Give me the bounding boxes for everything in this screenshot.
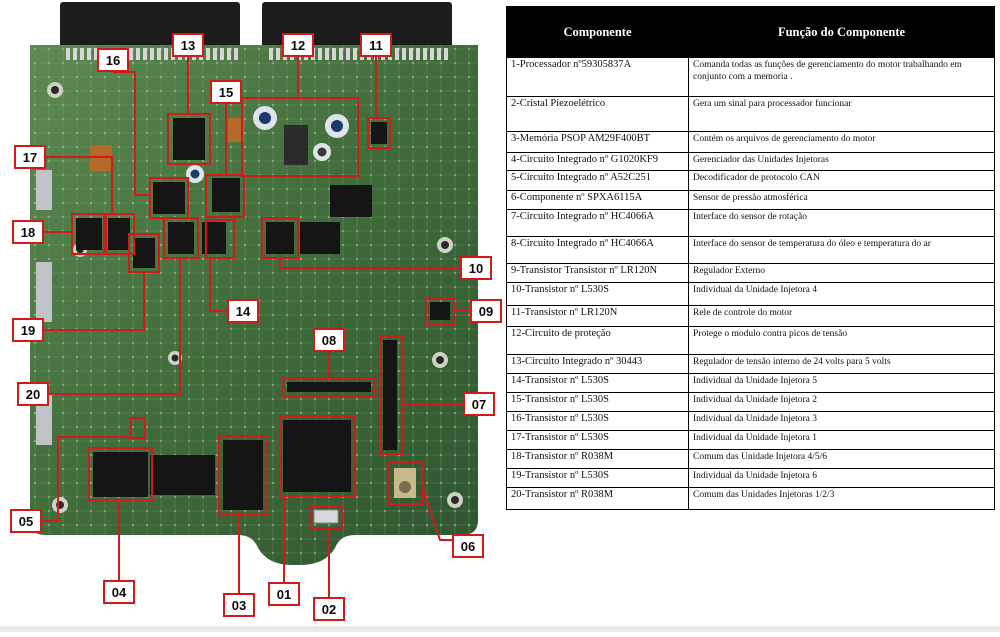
ecu-board-photo: 01 02 03 04 05 06 07 08 09 10 11 12 13 1…	[10, 2, 502, 621]
function-cell: Gera um sinal para processador funcionar	[688, 96, 995, 132]
side-contacts	[36, 170, 52, 445]
component-cell: 8-Circuito Integrado nº HC4066A	[506, 236, 689, 264]
function-cell: Individual da Unidade Injetora 5	[688, 373, 995, 393]
component-cell: 19-Transistor nº L530S	[506, 468, 689, 488]
capacitors	[186, 106, 349, 183]
function-cell: Individual da Unidade Injetora 6	[688, 468, 995, 488]
function-cell: Decodificador de protocolo CAN	[688, 170, 995, 191]
callout-10: 10	[460, 256, 492, 280]
component-cell: 2-Cristal Piezoelétrico	[506, 96, 689, 132]
function-cell: Interface do sensor de temperatura do ól…	[688, 236, 995, 264]
function-cell: Individual da Unidade Injetora 1	[688, 430, 995, 450]
callout-20: 20	[17, 382, 49, 406]
component-cell: 3-Memória PSOP AM29F400BT	[506, 131, 689, 153]
component-cell: 17-Transistor nº L530S	[506, 430, 689, 450]
callout-04: 04	[103, 580, 135, 604]
function-cell: Individual da Unidade Injetora 2	[688, 392, 995, 412]
component-cell: 15-Transistor nº L530S	[506, 392, 689, 412]
component-cell: 9-Transistor Transistor nº LR120N	[506, 263, 689, 283]
crystal	[313, 509, 339, 524]
function-cell: Protege o modulo contra picos de tensão	[688, 326, 995, 355]
callout-13: 13	[172, 33, 204, 57]
callout-12: 12	[282, 33, 314, 57]
component-cell: 6-Componente nº SPXA6115A	[506, 190, 689, 210]
callout-14: 14	[227, 299, 259, 323]
callout-08: 08	[313, 328, 345, 352]
function-cell: Individual da Unidade Injetora 3	[688, 411, 995, 431]
function-cell: Regulador de tensão interno de 24 volts …	[688, 354, 995, 374]
callout-02: 02	[313, 597, 345, 621]
component-cell: 13-Circuito Integrado nº 30443	[506, 354, 689, 374]
component-cell: 20-Transistor nº R038M	[506, 487, 689, 510]
callout-07: 07	[463, 392, 495, 416]
callout-09: 09	[470, 299, 502, 323]
component-table-container: Componente Função do Componente 1-Proces…	[506, 6, 995, 510]
function-cell: Contém os arquivos de gerenciamento do m…	[688, 131, 995, 153]
callout-18: 18	[12, 220, 44, 244]
callout-11: 11	[360, 33, 392, 57]
callout-05: 05	[10, 509, 42, 533]
mounting-holes	[47, 82, 463, 513]
header-function: Função do Componente	[688, 6, 995, 58]
callout-15: 15	[210, 80, 242, 104]
function-cell: Comum das Unidade Injetora 4/5/6	[688, 449, 995, 469]
component-cell: 7-Circuito Integrado nº HC4066A	[506, 209, 689, 237]
chips	[76, 118, 450, 510]
component-cell: 18-Transistor nº R038M	[506, 449, 689, 469]
component-cell: 11-Transistor nº LR120N	[506, 305, 689, 327]
function-cell: Gerenciador das Unidades Injetoras	[688, 152, 995, 171]
component-cell: 12-Circuito de proteção	[506, 326, 689, 355]
header-component: Componente	[506, 6, 689, 58]
function-cell: Interface do sensor de rotação	[688, 209, 995, 237]
function-cell: Individual da Unidade Injetora 4	[688, 282, 995, 306]
function-cell: Regulador Externo	[688, 263, 995, 283]
component-cell: 10-Transistor nº L530S	[506, 282, 689, 306]
callout-06: 06	[452, 534, 484, 558]
component-cell: 16-Transistor nº L530S	[506, 411, 689, 431]
function-cell: Comanda todas as funções de gerenciament…	[688, 57, 995, 97]
function-cell: Comum das Unidades Injetoras 1/2/3	[688, 487, 995, 510]
component-cell: 4-Circuito Integrado nº G1020KF9	[506, 152, 689, 171]
component-cell: 14-Transistor nº L530S	[506, 373, 689, 393]
function-cell: Sensor de pressão atmosférica	[688, 190, 995, 210]
component-cell: 1-Processador nº59305837A	[506, 57, 689, 97]
callout-19: 19	[12, 318, 44, 342]
component-cell: 5-Circuito Integrado nº A52C251	[506, 170, 689, 191]
bottom-strip	[0, 626, 1000, 632]
callout-17: 17	[14, 145, 46, 169]
callout-16: 16	[97, 48, 129, 72]
function-cell: Rele de controle do motor	[688, 305, 995, 327]
component-table: Componente Função do Componente 1-Proces…	[506, 6, 995, 510]
table-header-row: Componente Função do Componente	[506, 6, 995, 58]
callout-03: 03	[223, 593, 255, 617]
callout-01: 01	[268, 582, 300, 606]
